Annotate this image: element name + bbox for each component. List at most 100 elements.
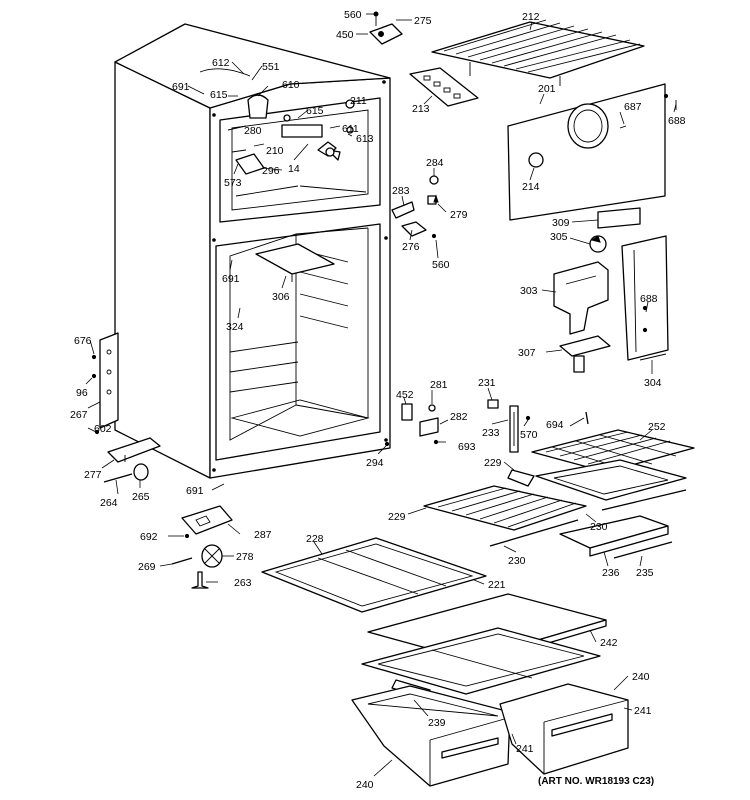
art-number: (ART NO. WR18193 C23) xyxy=(538,776,654,787)
callout-691: 691 xyxy=(222,273,240,285)
callout-211: 211 xyxy=(350,95,367,107)
callout-688: 688 xyxy=(640,293,658,305)
callout-693: 693 xyxy=(458,441,476,453)
callout-275: 275 xyxy=(414,15,432,27)
rail-235 xyxy=(613,541,673,559)
callout-201: 201 xyxy=(538,83,556,95)
callout-263: 263 xyxy=(234,577,252,589)
leader-lines xyxy=(85,13,677,777)
air-duct-303 xyxy=(553,261,609,335)
callout-213: 213 xyxy=(412,103,430,115)
callout-573: 573 xyxy=(224,177,242,189)
freezer-shelf-212 xyxy=(431,19,645,86)
callout-214: 214 xyxy=(522,181,540,193)
callout-230: 230 xyxy=(590,521,608,533)
callout-694: 694 xyxy=(546,419,564,431)
callout-252: 252 xyxy=(648,421,666,433)
top-hinge-275 xyxy=(369,11,403,45)
small-hardware xyxy=(433,93,669,453)
callout-276: 276 xyxy=(402,241,420,253)
damper-307 xyxy=(559,335,611,373)
callout-229: 229 xyxy=(388,511,406,523)
callout-231: 231 xyxy=(478,377,496,389)
callout-612: 612 xyxy=(212,57,230,69)
callout-14: 14 xyxy=(288,163,300,175)
knob-305 xyxy=(589,235,607,253)
callout-239: 239 xyxy=(428,717,446,729)
callout-241: 241 xyxy=(634,705,652,717)
callout-236: 236 xyxy=(602,567,620,579)
callout-282: 282 xyxy=(450,411,468,423)
callout-279: 279 xyxy=(450,209,468,221)
cabinet-shelf-ribs xyxy=(229,185,367,393)
callout-692: 692 xyxy=(140,531,158,543)
callout-294: 294 xyxy=(366,457,384,469)
evaporator-cover-201 xyxy=(507,83,677,221)
callout-280: 280 xyxy=(244,125,262,137)
callout-306: 306 xyxy=(272,291,290,303)
callout-277: 277 xyxy=(84,469,102,481)
callout-212: 212 xyxy=(522,11,540,23)
shelf-frame-229-right xyxy=(507,459,687,501)
callout-221: 221 xyxy=(488,579,506,591)
ice-tray-213 xyxy=(409,67,479,107)
callout-296: 296 xyxy=(262,165,280,177)
callout-labels: 560 275 450 212 612 551 691 615 610 213 … xyxy=(70,9,686,791)
callout-560: 560 xyxy=(432,259,450,271)
callout-230: 230 xyxy=(508,555,526,567)
callout-615: 615 xyxy=(306,105,324,117)
callout-228: 228 xyxy=(306,533,324,545)
glass-shelf-228 xyxy=(261,537,487,613)
callout-676: 676 xyxy=(74,335,92,347)
callout-287: 287 xyxy=(254,529,272,541)
shelf-rails-230 xyxy=(489,489,687,557)
callout-284: 284 xyxy=(426,157,444,169)
label-309 xyxy=(597,207,641,229)
callout-309: 309 xyxy=(552,217,570,229)
callout-324: 324 xyxy=(226,321,244,333)
callout-303: 303 xyxy=(520,285,538,297)
callout-615: 615 xyxy=(210,89,228,101)
shelf-306 xyxy=(255,243,335,275)
callout-96: 96 xyxy=(76,387,88,399)
callout-267: 267 xyxy=(70,409,88,421)
callout-688: 688 xyxy=(668,115,686,127)
callout-570: 570 xyxy=(520,429,538,441)
callout-278: 278 xyxy=(236,551,254,563)
callout-241: 241 xyxy=(516,743,534,755)
callout-229: 229 xyxy=(484,457,502,469)
callout-269: 269 xyxy=(138,561,156,573)
roller-parts xyxy=(103,463,149,483)
callout-264: 264 xyxy=(100,497,118,509)
callout-283: 283 xyxy=(392,185,410,197)
callout-305: 305 xyxy=(550,231,568,243)
frame-screws xyxy=(212,80,388,472)
callout-304: 304 xyxy=(644,377,662,389)
callout-611: 611 xyxy=(342,123,359,135)
shelf-252 xyxy=(531,429,695,473)
callout-233: 233 xyxy=(482,427,500,439)
callout-691: 691 xyxy=(172,81,190,93)
crisper-drawer-240-left xyxy=(351,685,511,787)
callout-610: 610 xyxy=(282,79,300,91)
callout-242: 242 xyxy=(600,637,618,649)
callout-613: 613 xyxy=(356,133,374,145)
callout-281: 281 xyxy=(430,379,448,391)
bottom-hinge-277 xyxy=(107,437,161,463)
callout-452: 452 xyxy=(396,389,414,401)
center-hinge-parts xyxy=(391,175,439,239)
crisper-drawer-241-right xyxy=(499,683,629,775)
cabinet-assembly xyxy=(114,23,391,479)
callout-691: 691 xyxy=(186,485,204,497)
callout-240: 240 xyxy=(356,779,374,791)
callout-551: 551 xyxy=(262,61,280,73)
base-parts xyxy=(171,505,233,589)
callout-560: 560 xyxy=(344,9,362,21)
control-housing-304 xyxy=(621,235,669,361)
callout-602: 602 xyxy=(94,423,112,435)
callout-210: 210 xyxy=(266,145,284,157)
callout-307: 307 xyxy=(518,347,536,359)
door-stop-parts xyxy=(384,403,439,447)
freezer-fan-assembly xyxy=(199,68,355,175)
